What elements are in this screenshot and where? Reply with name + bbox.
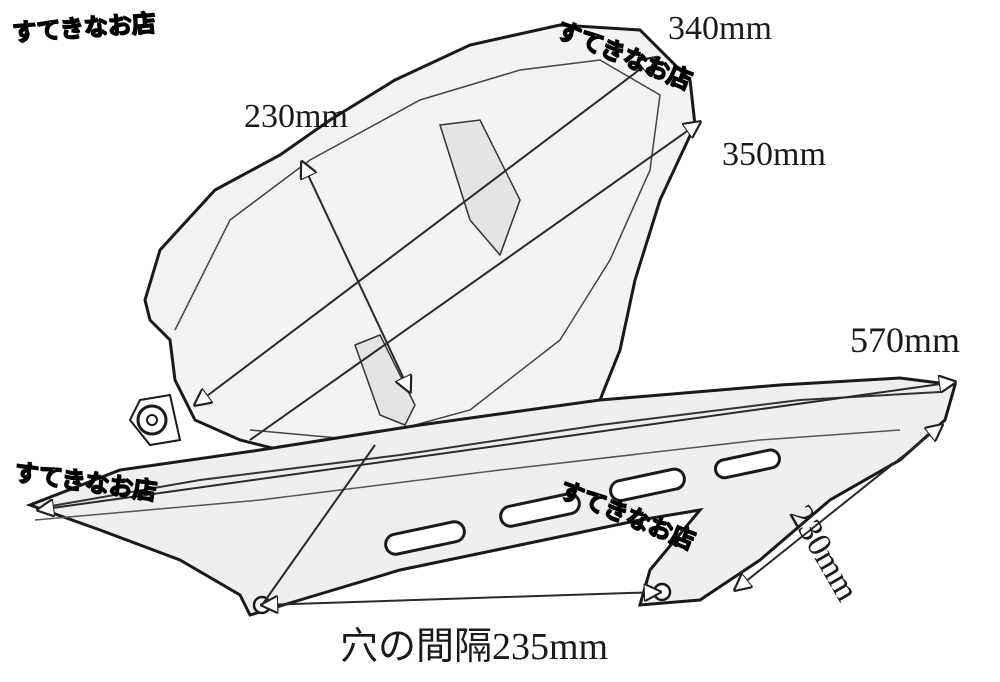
dimension-label-340: 340mm [668,10,772,47]
arrow-570 [38,382,955,510]
dimension-label-hole-spacing: 穴の間隔235mm [340,626,609,668]
arrow-340 [195,58,655,405]
dimension-label-570: 570mm [850,320,961,360]
vent-slot [384,520,466,556]
chain-guard-arm [25,376,957,617]
arrow-230-front [302,162,410,392]
arrow-230-rear [735,425,942,590]
arrow-hole [262,592,660,605]
dimension-label-230-front: 230mm [244,98,348,135]
dimension-label-350: 350mm [722,136,826,173]
dimension-arrows [38,58,955,605]
